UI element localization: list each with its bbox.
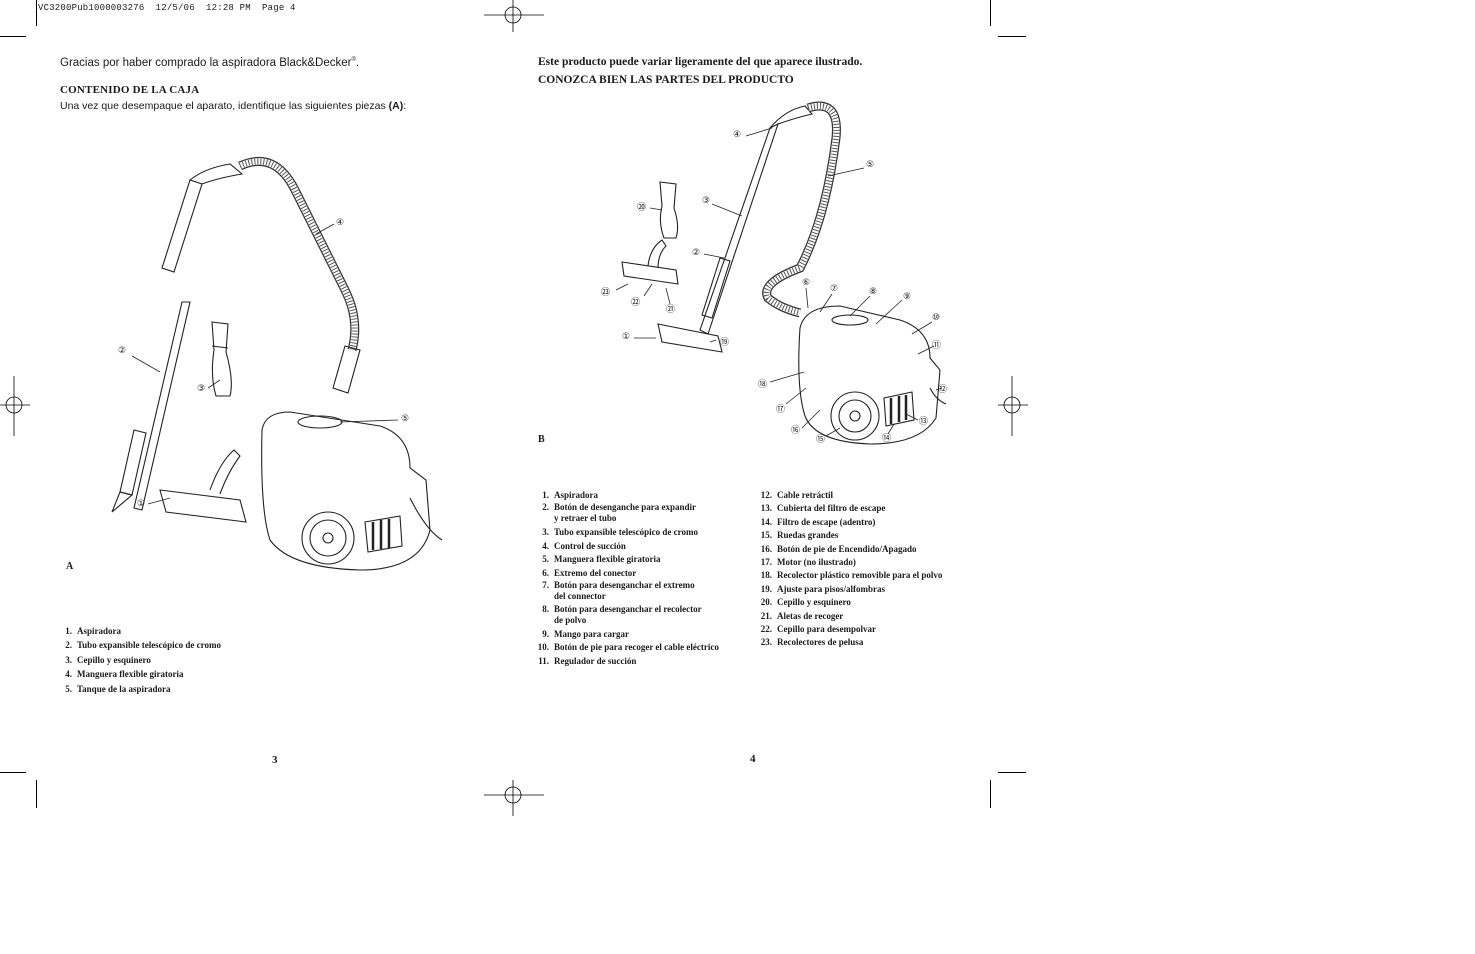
list-item: 8.Botón para desenganchar el recolector … [542, 604, 702, 625]
crop-mark-br-h [998, 772, 1026, 773]
canister-body [261, 411, 431, 571]
list-item: 19.Ajuste para pisos/alfombras [760, 583, 886, 594]
list-item: 22.Cepillo para desempolvar [760, 624, 876, 635]
callout-b-12: ⑫ [938, 385, 948, 395]
list-item: 1.Aspiradora [542, 490, 599, 500]
list-item: 16.Botón de pie de Encendido/Apagado [760, 543, 917, 554]
wand [699, 122, 779, 335]
variation-note: Este producto puede variar ligeramente d… [538, 56, 863, 68]
callout-b-11: ⑪ [932, 341, 942, 351]
list-item: 2.Tubo expansible telescópico de cromo [65, 640, 222, 651]
print-slug: VC3200Pub1000003276 12/5/06 12:28 PM Pag… [38, 3, 296, 13]
crevice-tool [211, 321, 232, 397]
figure-b-illustration [615, 101, 947, 445]
list-item: 3.Tubo expansible telescópico de cromo [542, 527, 699, 538]
callout-b-23: ㉓ [601, 288, 611, 298]
callout-b-6: ⑥ [802, 278, 811, 288]
callout-b-17: ⑰ [776, 405, 786, 415]
crop-mark-tl-h [0, 36, 26, 37]
list-item: 5.Manguera flexible giratoria [542, 554, 661, 565]
intro-text: Gracias por haber comprado la aspiradora… [60, 57, 360, 69]
list-item: 4.Control de succión [542, 540, 626, 551]
parts-list-a: 1.Aspiradora 2.Tubo expansible telescópi… [52, 624, 221, 696]
list-item: 7.Botón para desenganchar el extremo del… [542, 580, 695, 601]
callout-b-22: ㉒ [631, 298, 641, 308]
list-item: 12.Cable retráctil [760, 490, 834, 500]
dusting-brush [621, 261, 679, 285]
parts-heading: CONOZCA BIEN LAS PARTES DEL PRODUCTO [538, 74, 794, 86]
parts-list-b-col2: 12.Cable retráctil 13.Cubierta del filtr… [752, 489, 992, 650]
callout-2: ② [118, 346, 127, 356]
parts-list-b-col1: 1.Aspiradora 2.Botón de desenganche para… [529, 489, 754, 668]
list-item: 1.Aspiradora [65, 626, 122, 636]
section-subtitle: Una vez que desempaque el aparato, ident… [60, 100, 407, 112]
registration-mark-right [998, 376, 1028, 436]
list-item: 21.Aletas de recoger [760, 610, 844, 621]
callout-b-3: ③ [702, 196, 711, 206]
crop-mark-bl-h [0, 772, 26, 773]
floor-brush [159, 489, 247, 523]
callout-b-9: ⑨ [903, 292, 912, 302]
callout-b-21: ㉑ [666, 305, 676, 315]
hose-handle [161, 179, 203, 273]
canister-b [798, 305, 941, 445]
telescopic-tube [133, 301, 191, 511]
list-item: 2.Botón de desenganche para expandir y r… [542, 502, 697, 523]
callout-b-1: ① [622, 332, 631, 342]
crop-mark-tr-v [990, 0, 991, 26]
figure-a-illustration [111, 157, 443, 571]
callout-b-14: ⑭ [882, 434, 892, 444]
floor-brush-b [657, 323, 723, 353]
list-item: 5.Tanque de la aspiradora [65, 683, 171, 694]
figure-label-b: B [538, 434, 545, 445]
crop-mark-tr-h [998, 36, 1026, 37]
list-item: 9.Mango para cargar [542, 629, 629, 640]
crop-mark-br-v [990, 780, 991, 808]
callout-b-5: ⑤ [866, 160, 875, 170]
callout-4: ④ [336, 218, 345, 228]
callout-5: ⑤ [401, 414, 410, 424]
callout-b-8: ⑧ [869, 287, 878, 297]
list-item: 3.Cepillo y esquinero [65, 654, 151, 665]
figure-label-a: A [66, 561, 74, 572]
page-number-left: 3 [272, 754, 278, 766]
list-item: 6.Extremo del conector [542, 567, 637, 578]
callout-b-13: ⑬ [919, 417, 929, 427]
registered-mark: ® [351, 57, 356, 64]
crop-mark-tl-v [36, 0, 37, 26]
callout-b-7: ⑦ [830, 284, 839, 294]
crop-mark-bl-v [36, 780, 37, 808]
callout-b-2: ② [692, 248, 701, 258]
callout-b-20: ⑳ [637, 203, 647, 213]
list-item: 18.Recolector plástico removible para el… [760, 570, 943, 581]
list-item: 20.Cepillo y esquinero [760, 597, 851, 608]
list-item: 15.Ruedas grandes [760, 530, 839, 541]
section-title: CONTENIDO DE LA CAJA [60, 84, 200, 96]
list-item: 4.Manguera flexible giratoria [65, 669, 184, 680]
callout-b-18: ⑱ [758, 380, 768, 390]
callout-b-19: ⑲ [720, 338, 730, 348]
page-number-right: 4 [750, 753, 756, 765]
callout-b-15: ⑮ [816, 435, 826, 445]
list-item: 14.Filtro de escape (adentro) [760, 516, 876, 527]
registration-mark-bottom [484, 780, 544, 816]
list-item: 10.Botón de pie para recoger el cable el… [537, 642, 719, 653]
list-item: 17.Motor (no ilustrado) [760, 557, 856, 568]
callout-1: ① [137, 499, 146, 509]
list-item: 13.Cubierta del filtro de escape [760, 503, 886, 514]
list-item: 11.Regulador de succión [538, 655, 637, 666]
callout-b-10: ⑩ [932, 313, 941, 323]
registration-mark-top [484, 0, 544, 32]
crevice-tool-b [659, 181, 679, 239]
callout-3: ③ [197, 384, 206, 394]
registration-mark-left [0, 376, 30, 436]
callout-b-16: ⑯ [791, 426, 801, 436]
callout-b-4: ④ [733, 130, 742, 140]
list-item: 23.Recolectores de pelusa [760, 637, 864, 648]
